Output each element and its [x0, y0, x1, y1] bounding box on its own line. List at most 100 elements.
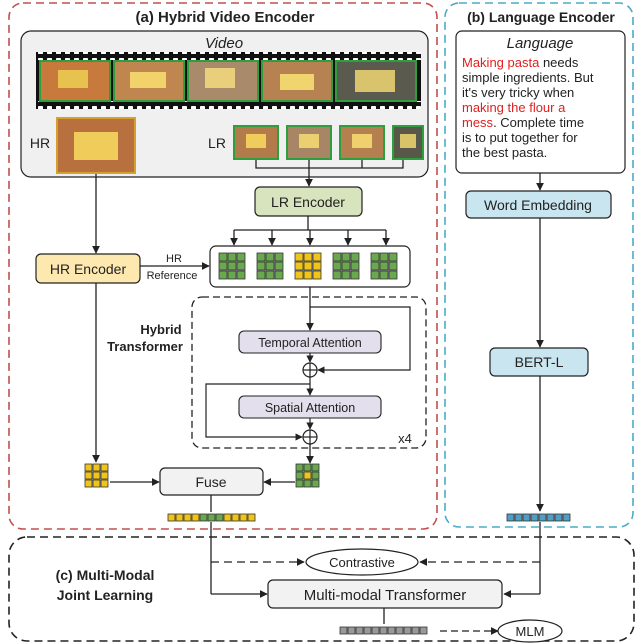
- output-token: [379, 626, 388, 635]
- text-token: [530, 513, 539, 522]
- hr-feature-cell: [92, 471, 101, 480]
- joint-learning-title-line1: (c) Multi-Modal: [56, 567, 155, 583]
- frame-token-cell: [218, 261, 228, 271]
- residual-sum-2: [302, 429, 318, 445]
- output-token: [403, 626, 412, 635]
- text-token-sequence: [506, 513, 571, 522]
- mlm-label: MLM: [516, 624, 545, 639]
- video-token: [199, 513, 208, 522]
- hr-feature-grid: [84, 463, 109, 488]
- highlighted-phrase: Making pasta: [462, 55, 540, 70]
- output-token: [355, 626, 364, 635]
- frame-token-cell: [256, 252, 266, 262]
- video-token: [223, 513, 232, 522]
- frame-token-cell: [341, 252, 351, 262]
- hr-reference-label-line2: Reference: [147, 270, 198, 282]
- frame-token-cell: [379, 270, 389, 280]
- lr-encoder-branches: [230, 216, 390, 246]
- lr-feature-cell: [311, 471, 320, 480]
- hr-encoder-label: HR Encoder: [50, 261, 127, 277]
- contrastive-node: [305, 548, 419, 576]
- video-title: Video: [205, 35, 243, 52]
- output-token: [339, 626, 348, 635]
- hr-reference-label-line1: HR: [166, 253, 182, 265]
- mlm-node: [497, 619, 563, 643]
- frame-token-cell: [274, 270, 284, 280]
- language-line: is to put together for: [462, 130, 578, 145]
- video-token-sequence: [167, 513, 256, 522]
- hr-encoder-block: [35, 253, 141, 284]
- bert-label: BERT-L: [515, 354, 564, 370]
- word-embedding-block: [465, 190, 612, 219]
- frame-token-cell: [303, 270, 313, 280]
- frame-token-cell: [218, 252, 228, 262]
- hybrid-transformer-box: [191, 296, 427, 449]
- lr-feature-cell: [303, 463, 312, 472]
- frame-token-cell: [294, 252, 304, 262]
- frame-token-cell: [388, 270, 398, 280]
- video-token: [215, 513, 224, 522]
- language-line: mess. Complete time: [462, 115, 584, 130]
- hr-feature-cell: [100, 479, 109, 488]
- video-encoder-title: (a) Hybrid Video Encoder: [136, 9, 315, 26]
- frame-token-grids: [218, 252, 398, 280]
- video-frame-3: [187, 60, 259, 102]
- temporal-attention-label: Temporal Attention: [258, 336, 362, 350]
- frame-token-cell: [332, 252, 342, 262]
- language-line: the best pasta.: [462, 145, 547, 160]
- frame-token-cell: [218, 270, 228, 280]
- plain-phrase: simple ingredients. But: [462, 70, 594, 85]
- lr-label: LR: [208, 135, 226, 151]
- frame-token-cell: [350, 270, 360, 280]
- hr-feature-cell: [92, 479, 101, 488]
- frame-token-cell: [294, 261, 304, 271]
- contrastive-label: Contrastive: [329, 555, 395, 570]
- frame-token-cell: [379, 261, 389, 271]
- output-token: [371, 626, 380, 635]
- lr-feature-cell: [295, 471, 304, 480]
- mm-transformer-label: Multi-modal Transformer: [304, 587, 467, 604]
- frame-token-cell: [265, 261, 275, 271]
- fuse-label: Fuse: [195, 474, 226, 490]
- frame-token-cell: [227, 261, 237, 271]
- joint-learning-panel: [8, 536, 635, 642]
- residual-sum-1: [302, 362, 318, 378]
- language-encoder-panel: [444, 2, 634, 528]
- text-token: [562, 513, 571, 522]
- video-token: [191, 513, 200, 522]
- output-token: [363, 626, 372, 635]
- frame-token-cell: [303, 252, 313, 262]
- hr-feature-cell: [92, 463, 101, 472]
- frame-token-cell: [332, 270, 342, 280]
- frame-token-cell: [236, 252, 246, 262]
- output-token: [411, 626, 420, 635]
- hr-feature-cell: [100, 463, 109, 472]
- repeat-count-label: x4: [398, 431, 412, 446]
- lr-feature-cell: [311, 479, 320, 488]
- hr-feature-cell: [84, 479, 93, 488]
- video-token: [231, 513, 240, 522]
- video-token: [183, 513, 192, 522]
- text-token: [522, 513, 531, 522]
- lr-feature-cell: [303, 471, 312, 480]
- frame-token-cell: [312, 270, 322, 280]
- frame-token-cell: [227, 252, 237, 262]
- frame-token-cell: [294, 270, 304, 280]
- hr-frame-image: [56, 117, 136, 174]
- language-title: Language: [507, 35, 574, 52]
- video-encoder-panel: [8, 2, 438, 530]
- frame-token-cell: [370, 261, 380, 271]
- lr-frames: [233, 125, 424, 160]
- frame-token-cell: [350, 261, 360, 271]
- output-token-sequence: [339, 626, 428, 635]
- frame-token-cell: [236, 270, 246, 280]
- residual-connection-2: [205, 383, 310, 441]
- language-line: simple ingredients. But: [462, 70, 594, 85]
- hybrid-transformer-label-line1: Hybrid: [140, 322, 181, 337]
- lr-feature-cell: [303, 479, 312, 488]
- word-embedding-label: Word Embedding: [484, 197, 592, 213]
- highlighted-phrase: mess: [462, 115, 494, 130]
- frame-token-cell: [350, 252, 360, 262]
- frame-token-cell: [274, 252, 284, 262]
